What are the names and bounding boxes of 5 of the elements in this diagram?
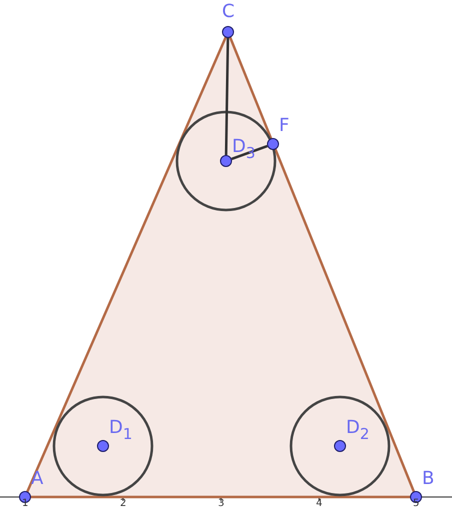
point-label: F <box>279 116 290 136</box>
point-label: D$_{2}$ <box>346 418 370 438</box>
point-label: D$_{1}$ <box>109 418 132 438</box>
point-label: C <box>222 2 235 22</box>
point-label: B <box>422 469 434 489</box>
